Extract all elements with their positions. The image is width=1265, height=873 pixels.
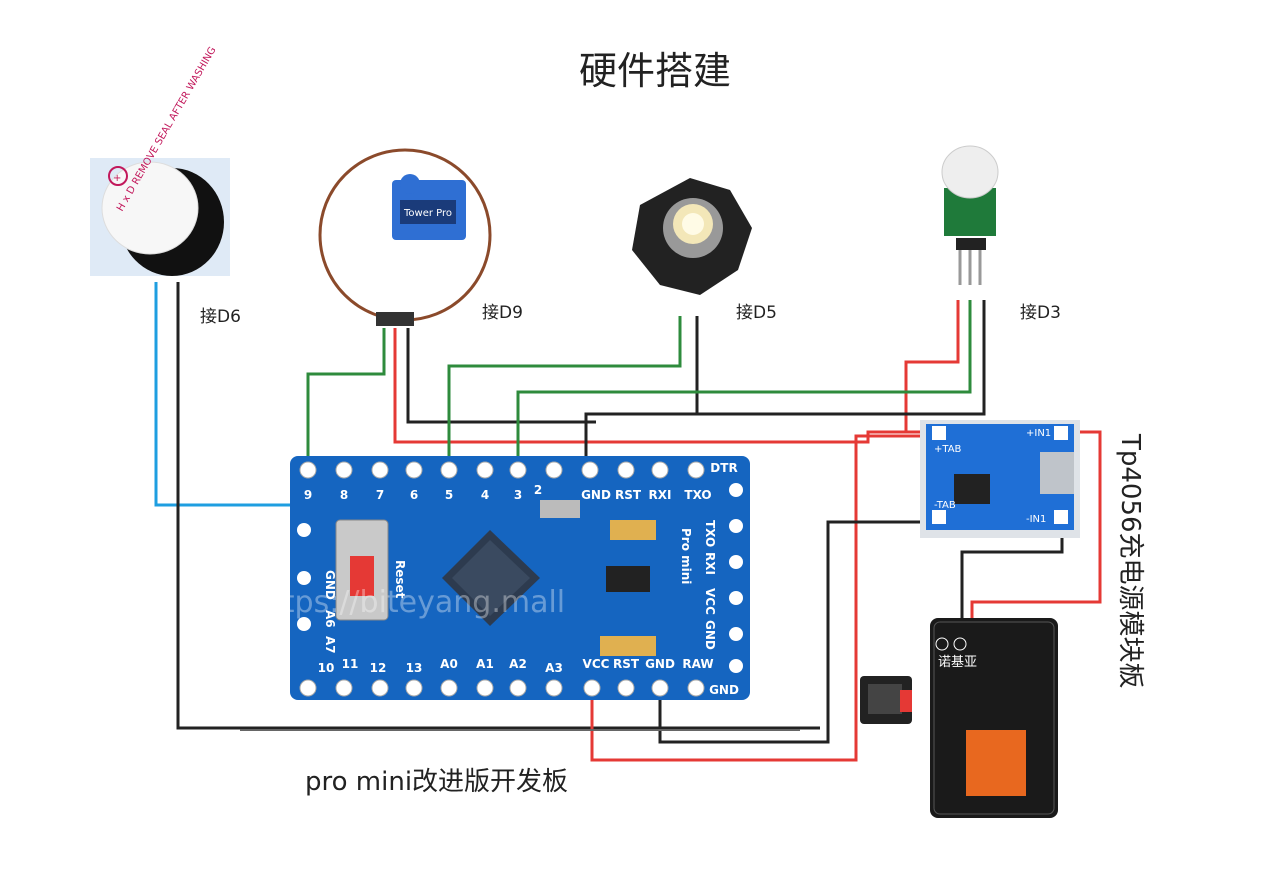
page-title: 硬件搭建 — [579, 49, 731, 93]
label-led: 接D5 — [736, 303, 777, 323]
pin-label: 6 — [410, 488, 418, 502]
board-name: Pro mini — [679, 528, 693, 584]
pin-label: RST — [615, 488, 642, 502]
side-label: GND — [703, 620, 717, 650]
pin-label: VCC — [583, 657, 610, 671]
charger-pin: +TAB — [934, 444, 962, 455]
servo: Tower Pro — [318, 148, 492, 326]
pin-label: 13 — [406, 661, 423, 675]
pin-label: 3 — [514, 488, 522, 502]
pin-label: 5 — [445, 488, 453, 502]
bottom-pin-row: 10 11 12 13 A0 A1 A2 A3 VCC RST GND RAW … — [299, 657, 739, 697]
board-caption: pro mini改进版开发板 — [305, 767, 568, 797]
svg-text:+: + — [113, 173, 121, 184]
pin-label: 2 — [534, 483, 542, 497]
watermark: https://biteyang.mall — [252, 585, 565, 620]
pin-label: 12 — [370, 661, 387, 675]
label-pir: 接D3 — [1020, 303, 1061, 323]
pin-label: A3 — [545, 661, 563, 675]
side-label: A7 — [323, 636, 337, 654]
charger-pin: +IN1 — [1026, 428, 1051, 439]
reset-label: Reset — [393, 560, 407, 599]
battery-brand: 诺基亚 — [938, 655, 977, 670]
label-buzzer: 接D6 — [200, 307, 241, 327]
top-pin-row: 9 8 7 6 5 4 3 2 GND RST RXI TXO DTR — [299, 461, 738, 502]
label-servo: 接D9 — [482, 303, 523, 323]
pin-label: TXO — [684, 488, 711, 502]
pin-label: A0 — [440, 657, 458, 671]
pin-label: GND — [581, 488, 611, 502]
buzzer: + H x D REMOVE SEAL AFTER WASHING — [90, 45, 230, 276]
charger-pin: -TAB — [934, 500, 956, 511]
pin-label: A2 — [509, 657, 527, 671]
pin-label: GND — [709, 683, 739, 697]
pin-label: RST — [613, 657, 640, 671]
pir-sensor — [941, 145, 999, 285]
tp4056-module: +IN1 -IN1 +TAB -TAB — [920, 420, 1080, 538]
pin-label: 11 — [342, 657, 359, 671]
charger-caption: Tp4056充电源模块板 — [1115, 433, 1145, 689]
pro-mini-board: 9 8 7 6 5 4 3 2 GND RST RXI TXO DTR 10 1… — [240, 456, 800, 731]
pin-label: 9 — [304, 488, 312, 502]
pin-label: DTR — [710, 461, 737, 475]
wires — [154, 282, 1102, 762]
pin-label: RXI — [649, 488, 672, 502]
pin-label: GND — [645, 657, 675, 671]
charger-pin: -IN1 — [1026, 514, 1046, 525]
pin-label: 4 — [481, 488, 489, 502]
pin-label: 8 — [340, 488, 348, 502]
power-switch — [860, 676, 912, 724]
servo-label: Tower Pro — [403, 208, 452, 219]
side-label: A6 — [323, 610, 337, 628]
side-label: VCC — [703, 588, 717, 615]
led-module — [632, 178, 752, 295]
pin-label: RAW — [682, 657, 713, 671]
pin-label: A1 — [476, 657, 494, 671]
side-label: TXO — [703, 520, 717, 547]
side-label: GND — [323, 570, 337, 600]
pin-label: 7 — [376, 488, 384, 502]
battery: 诺基亚 — [930, 618, 1058, 818]
pin-label: 10 — [318, 661, 335, 675]
side-label: RXI — [703, 552, 717, 575]
